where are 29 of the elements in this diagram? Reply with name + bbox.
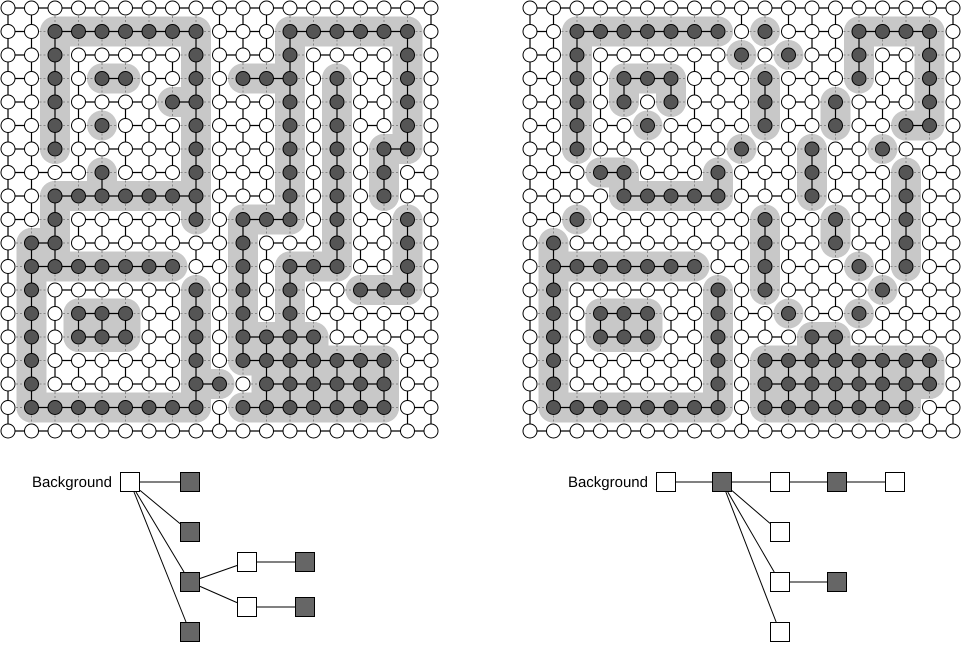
empty-square [770, 572, 790, 592]
empty-square [237, 552, 257, 572]
filled-square [295, 552, 315, 572]
empty-square [770, 522, 790, 542]
connector-line [732, 490, 770, 524]
connector-line [200, 565, 238, 579]
filled-square [827, 572, 847, 592]
empty-square [885, 472, 905, 492]
empty-square [237, 597, 257, 617]
filled-square [180, 522, 200, 542]
connector-line [140, 490, 180, 524]
filled-square [295, 597, 315, 617]
node-caption: Background [32, 473, 112, 493]
empty-square [770, 622, 790, 642]
empty-square [656, 472, 676, 492]
empty-square [770, 472, 790, 492]
filled-square [827, 472, 847, 492]
filled-square [712, 472, 732, 492]
connector-line [725, 492, 777, 622]
connector-line [727, 492, 775, 572]
filled-square [180, 622, 200, 642]
filled-square [180, 572, 200, 592]
connector-line [200, 586, 238, 604]
empty-square [120, 472, 140, 492]
node-caption: Background [568, 473, 648, 493]
filled-square [180, 472, 200, 492]
connector-line [256, 606, 296, 608]
connector-line [134, 492, 186, 622]
connector-line [136, 492, 184, 572]
